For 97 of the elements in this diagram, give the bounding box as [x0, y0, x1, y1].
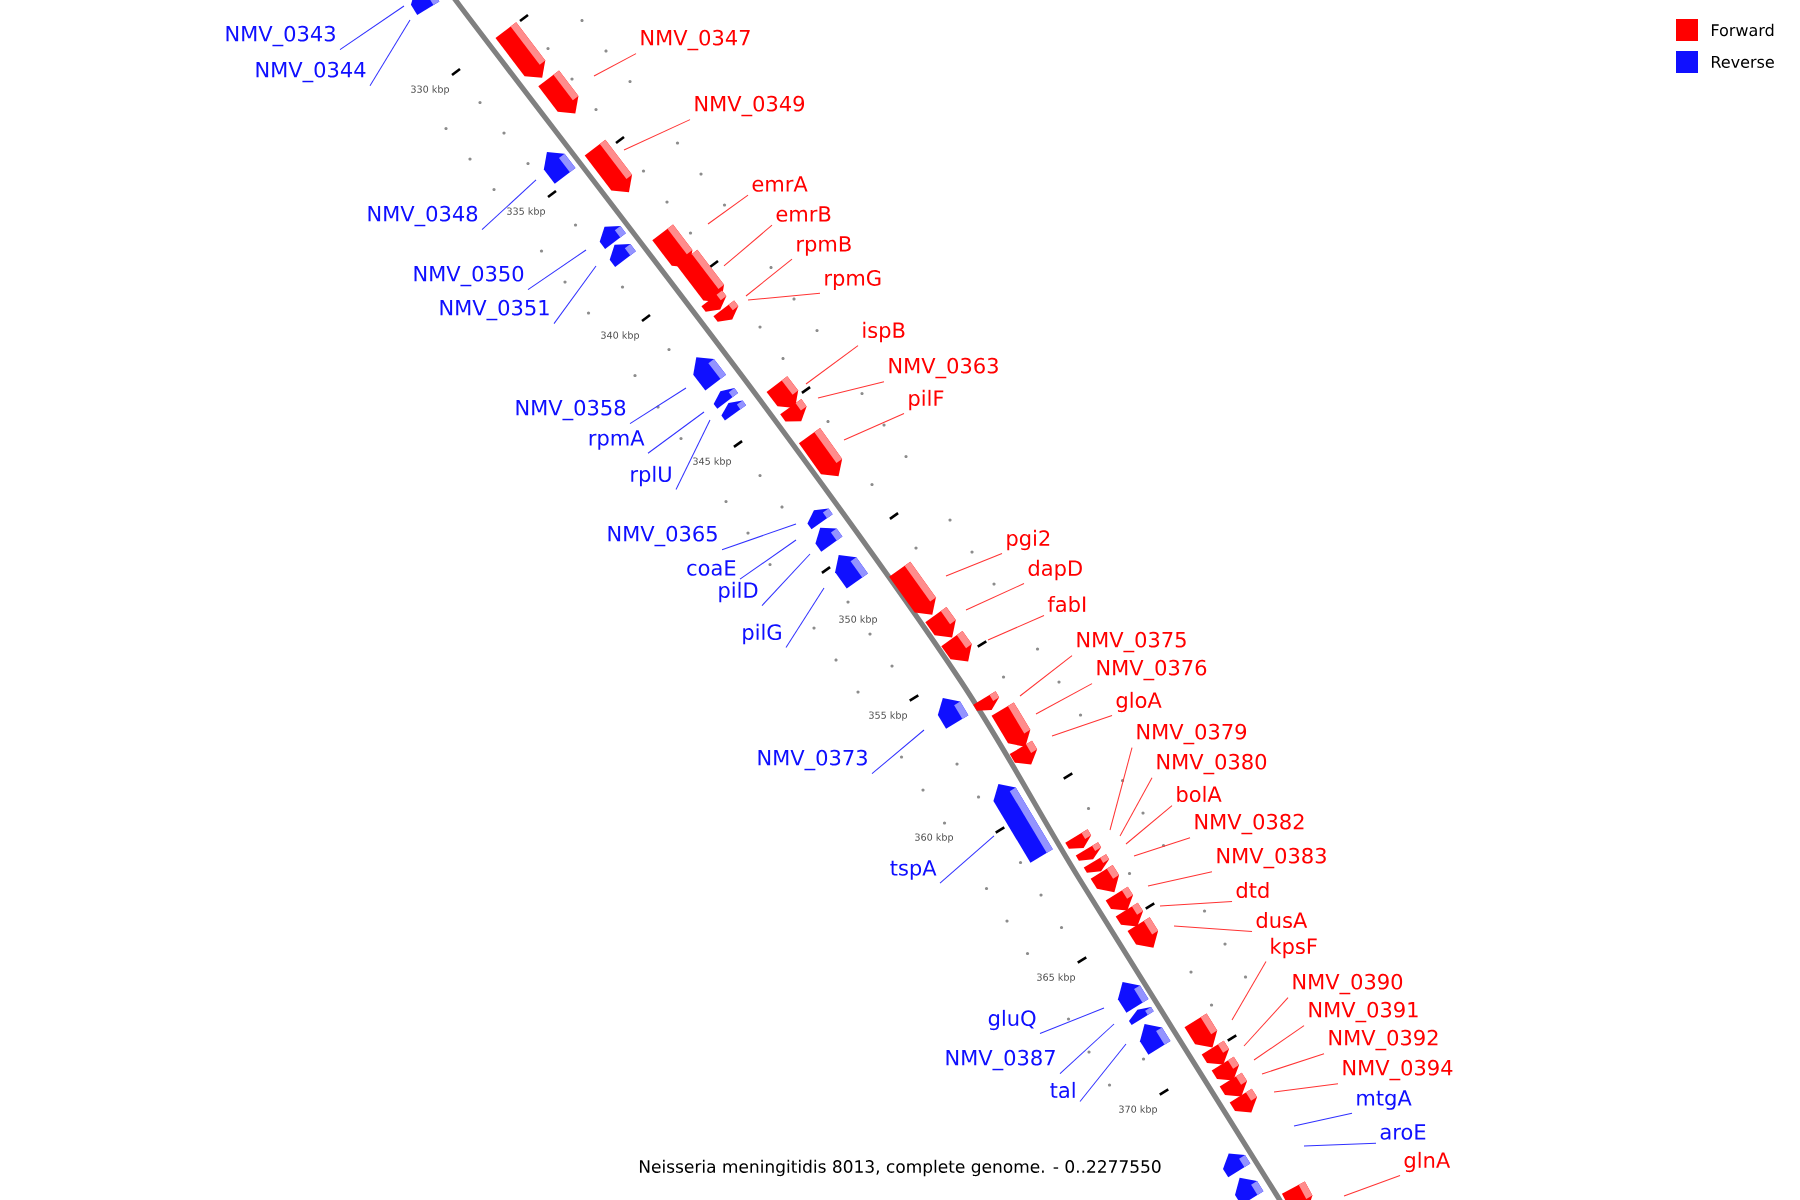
gene-label: NMV_0380 [1157, 753, 1267, 775]
gene-label: dusA [1256, 911, 1308, 929]
leader-line [1079, 1043, 1127, 1103]
leader-line [965, 583, 1025, 611]
leader-line [1125, 805, 1173, 845]
gene-label: NMV_0344 [256, 61, 366, 83]
leader-line [481, 179, 537, 231]
leader-line [761, 553, 811, 607]
gene-label: NMV_0383 [1217, 847, 1326, 869]
gene-label: NMV_0390 [1293, 973, 1403, 995]
leader-line [987, 615, 1045, 641]
leader-line [1035, 683, 1093, 715]
gene-label: bolA [1177, 785, 1222, 803]
leader-line [1343, 1175, 1401, 1197]
leader-line [629, 387, 687, 425]
leader-line [871, 729, 925, 775]
gene-label: gluQ [988, 1009, 1036, 1031]
gene-label: rpmB [797, 236, 851, 256]
leader-line [805, 345, 859, 385]
leader-line [843, 413, 905, 441]
legend-label: Forward [1712, 23, 1774, 37]
gene-label: NMV_0375 [1077, 631, 1186, 653]
leader-line [1261, 1053, 1325, 1075]
leader-line [1059, 1023, 1115, 1075]
gene-label: NMV_0394 [1343, 1059, 1453, 1081]
gene-label: kpsF [1271, 937, 1317, 959]
leader-line [747, 292, 821, 301]
leader-line [1303, 1142, 1377, 1147]
leader-line [1243, 997, 1289, 1047]
gene-label: NMV_0348 [368, 205, 478, 227]
gene-label: NMV_0392 [1329, 1029, 1438, 1051]
gene-label: tspA [890, 860, 937, 880]
gene-label: pgi2 [1007, 529, 1050, 551]
gene-label: NMV_0379 [1137, 723, 1247, 745]
leader-line [1293, 1112, 1353, 1127]
gene-label: pilF [909, 389, 944, 411]
leader-line [1133, 837, 1191, 857]
leader-line [939, 835, 995, 884]
gene-label: rpmG [825, 270, 881, 290]
leader-line [1119, 777, 1153, 837]
leader-line [339, 5, 405, 51]
gene-label: NMV_0347 [641, 29, 750, 51]
leader-line [785, 587, 825, 649]
gene-label: NMV_0373 [758, 749, 867, 771]
gene-label: NMV_0387 [946, 1049, 1055, 1071]
leader-line [817, 381, 885, 399]
gene-label: NMV_0391 [1309, 1001, 1418, 1023]
leader-line [1159, 901, 1233, 907]
gene-label: aroE [1380, 1124, 1426, 1140]
leader-line [945, 553, 1003, 577]
leader-line [553, 265, 597, 325]
gene-label: NMV_0343 [226, 25, 335, 47]
leader-line [739, 539, 797, 580]
gene-label: NMV_0350 [414, 265, 524, 287]
leader-line [1273, 1083, 1339, 1093]
gene-label: gloA [1116, 691, 1162, 713]
gene-label: tal [1050, 1081, 1075, 1099]
leader-line [1147, 871, 1213, 887]
gene-label: NMV_0358 [516, 399, 626, 421]
leader-line [527, 249, 587, 291]
leader-line [1231, 961, 1267, 1021]
gene-label: emrA [752, 176, 808, 192]
gene-label: fabI [1047, 595, 1086, 613]
leader-line [675, 419, 711, 491]
leader-line [723, 224, 773, 267]
legend-label: Reverse [1712, 56, 1774, 68]
gene-label: NMV_0382 [1195, 813, 1304, 835]
leader-line [1039, 1007, 1105, 1035]
gene-label: NMV_0365 [608, 525, 717, 547]
gene-label: emrB [776, 206, 831, 222]
leader-line [1109, 747, 1133, 831]
leader-line [647, 411, 705, 454]
gene-label: NMV_0351 [440, 299, 549, 321]
caption: Neisseria meningitidis 8013, complete genome. - 0..2277550 [640, 1159, 1161, 1177]
gene-label: ispB [863, 321, 905, 343]
gene-label: dtd [1236, 881, 1269, 899]
leader-line [1253, 1025, 1305, 1061]
gene-label: NMV_0376 [1097, 659, 1207, 681]
leader-line [721, 523, 797, 551]
gene-label: mtgA [1357, 1090, 1412, 1110]
leader-line [369, 19, 411, 87]
leader-line [707, 194, 749, 225]
leader-line [1019, 655, 1073, 697]
gene-label: pilG [743, 623, 781, 645]
gene-label: glnA [1404, 1151, 1451, 1173]
gene-label: NMV_0349 [695, 95, 805, 117]
gene-label: coaE [687, 560, 736, 576]
gene-label: pilD [719, 581, 758, 603]
gene-label: rplU [631, 465, 671, 487]
leader-line [1173, 925, 1253, 932]
gene-label: NMV_0363 [889, 357, 998, 379]
gene-label: dapD [1028, 559, 1082, 581]
gene-label: rpmA [589, 430, 645, 450]
leader-line [745, 258, 793, 297]
leader-line [593, 53, 637, 77]
leader-line [623, 119, 691, 151]
leader-line [1051, 715, 1113, 737]
